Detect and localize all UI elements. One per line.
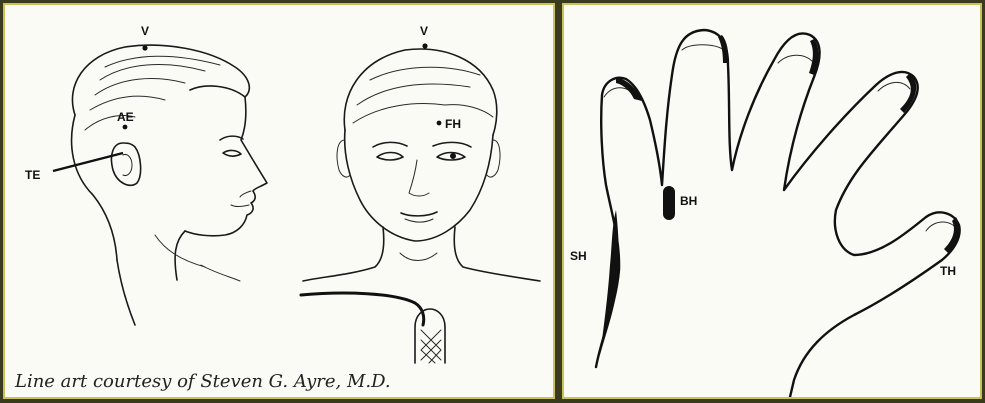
label-above-ear: AE	[117, 110, 134, 124]
label-base-of-hand: BH	[680, 194, 697, 208]
label-profile-vertex: V	[141, 24, 149, 38]
label-thumb: TH	[940, 264, 956, 278]
front-face-drawing	[303, 43, 540, 281]
hand-drawing	[596, 30, 960, 397]
label-front-vertex: V	[420, 24, 428, 38]
label-side-of-hand: SH	[570, 249, 587, 263]
hand-illustration: BH SH TH	[564, 5, 980, 397]
profile-head-drawing	[53, 45, 267, 325]
fingertip-drawing	[301, 293, 445, 363]
label-forehead: FH	[445, 117, 461, 131]
credit-line: Line art courtesy of Steven G. Ayre, M.D…	[14, 371, 391, 392]
label-temple: TE	[25, 168, 40, 182]
left-panel: V V AE TE FH Line art courtesy of Steven…	[3, 3, 555, 399]
head-illustration: V V AE TE FH Line art courtesy of Steven…	[5, 5, 553, 397]
right-panel: BH SH TH	[562, 3, 982, 399]
